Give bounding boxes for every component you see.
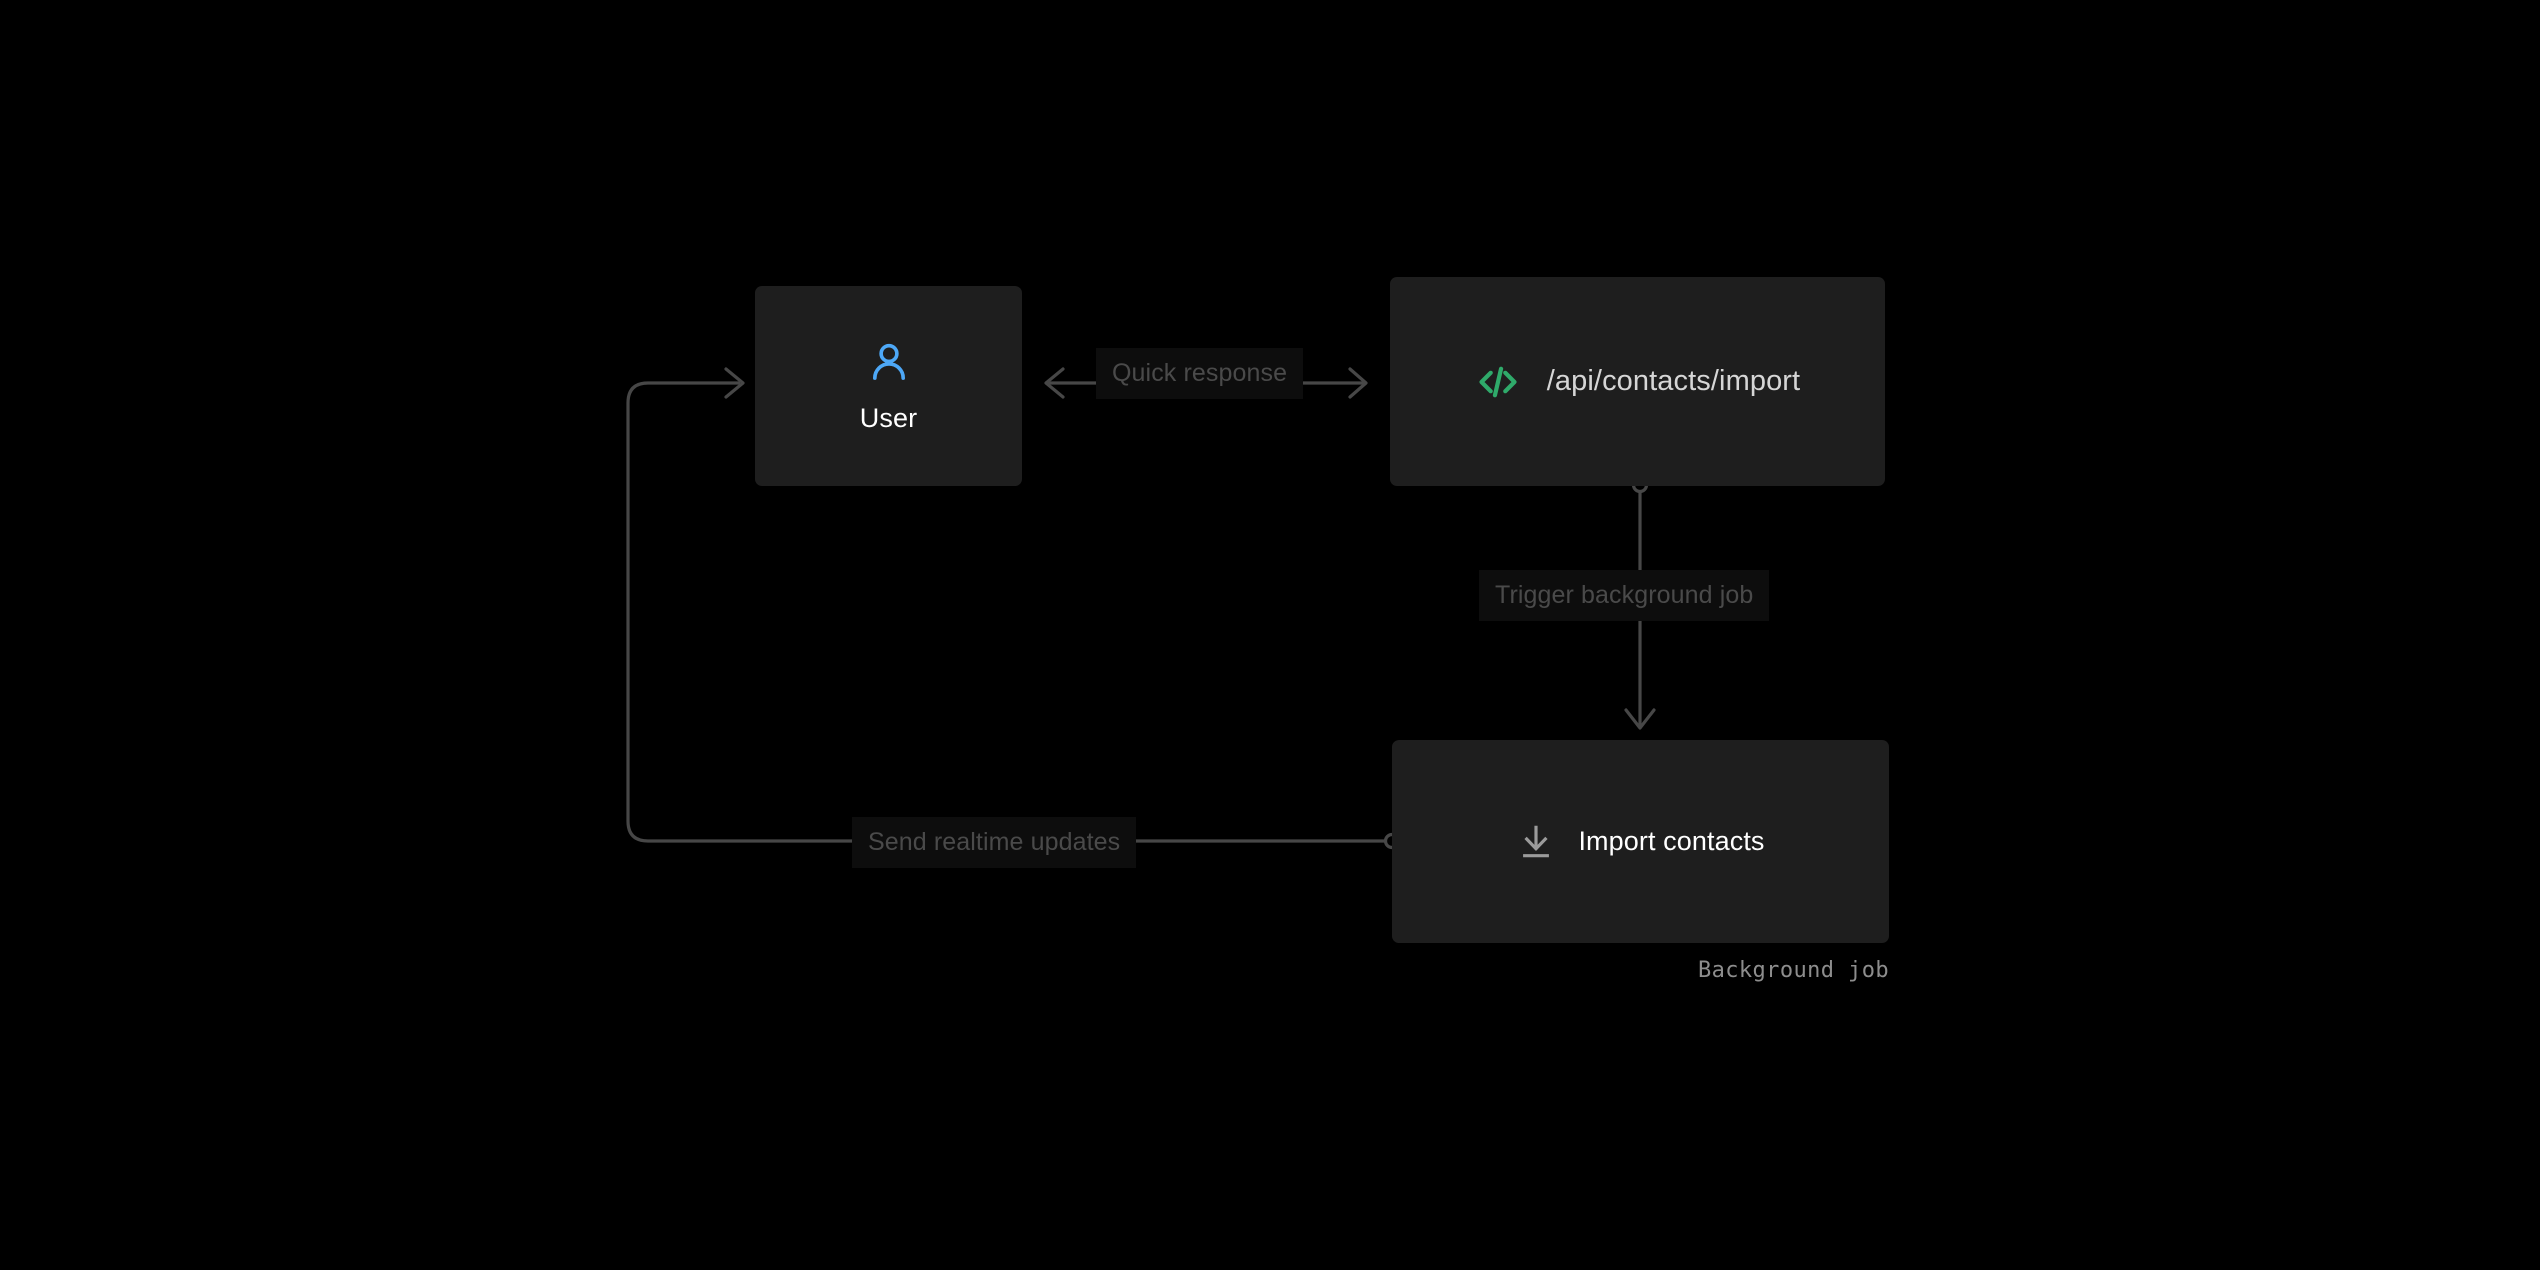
arrowhead-left	[1044, 367, 1065, 399]
arrowhead-into-user	[724, 367, 745, 399]
arrowhead-down	[1624, 708, 1656, 730]
edge-label-trigger-background-job: Trigger background job	[1479, 570, 1770, 621]
download-icon	[1516, 822, 1556, 862]
edge-label-quick-response: Quick response	[1096, 348, 1304, 399]
background-job-caption: Background job	[1697, 958, 1889, 983]
node-user-label: User	[859, 402, 918, 433]
user-icon	[866, 339, 912, 385]
arrowhead-right	[1348, 367, 1368, 399]
node-import-contacts[interactable]: Import contacts	[1392, 740, 1889, 943]
code-icon	[1475, 359, 1521, 405]
node-import-contacts-label: Import contacts	[1578, 826, 1765, 856]
node-api-endpoint[interactable]: /api/contacts/import	[1390, 277, 1885, 486]
edge-label-send-realtime-updates: Send realtime updates	[852, 817, 1137, 868]
node-user[interactable]: User	[755, 286, 1022, 486]
node-api-label: /api/contacts/import	[1546, 365, 1801, 397]
